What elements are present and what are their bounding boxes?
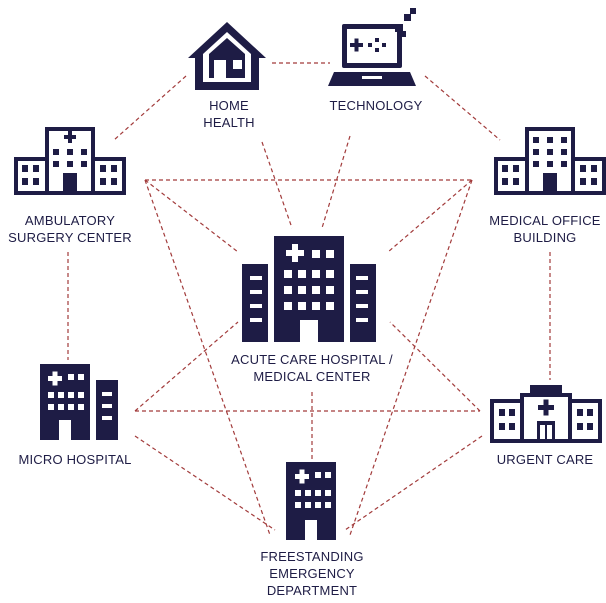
- house-icon: [188, 22, 266, 90]
- technology-line-1: TECHNOLOGY: [329, 98, 423, 113]
- ambulatory-line-2: SURGERY CENTER: [8, 230, 132, 245]
- ambulatory-surgery-center-label: AMBULATORY SURGERY CENTER: [6, 212, 134, 246]
- link-home-acute: [261, 141, 293, 229]
- link-technology-medical-office: [424, 75, 501, 141]
- connector-lines: [67, 62, 551, 536]
- hospital-building-icon: [14, 127, 126, 195]
- micro-hospital-line-1: MICRO HOSPITAL: [18, 452, 132, 467]
- urgent-care-line-1: URGENT CARE: [496, 452, 594, 467]
- micro-hospital-label: MICRO HOSPITAL: [10, 451, 140, 468]
- acute-care-line-2: MEDICAL CENTER: [253, 369, 371, 384]
- link-ambulatory-acute: [144, 179, 239, 253]
- emergency-building-icon: [286, 462, 336, 540]
- link-technology-acute: [321, 135, 351, 229]
- link-medical-office-acute: [387, 179, 473, 253]
- medical-office-line-2: BUILDING: [513, 230, 577, 245]
- freestanding-emergency-department-label: FREESTANDING EMERGENCY DEPARTMENT: [240, 548, 384, 599]
- technology-label: TECHNOLOGY: [316, 97, 436, 114]
- urgent-care-label: URGENT CARE: [486, 451, 604, 468]
- medical-office-line-1: MEDICAL OFFICE: [489, 213, 601, 228]
- home-health-line-1: HOME: [209, 98, 249, 113]
- freestanding-line-2: EMERGENCY: [269, 566, 355, 581]
- clinic-icon: [490, 385, 602, 443]
- small-hospital-icon: [40, 364, 118, 440]
- laptop-icon: [328, 8, 416, 86]
- home-health-line-2: HEALTH: [203, 115, 255, 130]
- acute-care-hospital-label: ACUTE CARE HOSPITAL / MEDICAL CENTER: [218, 351, 406, 385]
- link-micro-acute: [134, 321, 239, 412]
- medical-office-building-label: MEDICAL OFFICE BUILDING: [484, 212, 606, 246]
- freestanding-line-1: FREESTANDING: [260, 549, 364, 564]
- link-micro-freestanding: [134, 435, 276, 531]
- link-urgent-acute: [389, 321, 481, 412]
- ambulatory-line-1: AMBULATORY: [24, 213, 116, 228]
- home-health-label: HOME HEALTH: [186, 97, 272, 131]
- link-home-ambulatory: [113, 75, 187, 141]
- acute-care-line-1: ACUTE CARE HOSPITAL /: [231, 352, 393, 367]
- hospital-building-icon: [494, 127, 606, 195]
- link-urgent-freestanding: [344, 435, 483, 531]
- freestanding-line-3: DEPARTMENT: [266, 583, 358, 598]
- hospital-tower-icon: [242, 236, 376, 342]
